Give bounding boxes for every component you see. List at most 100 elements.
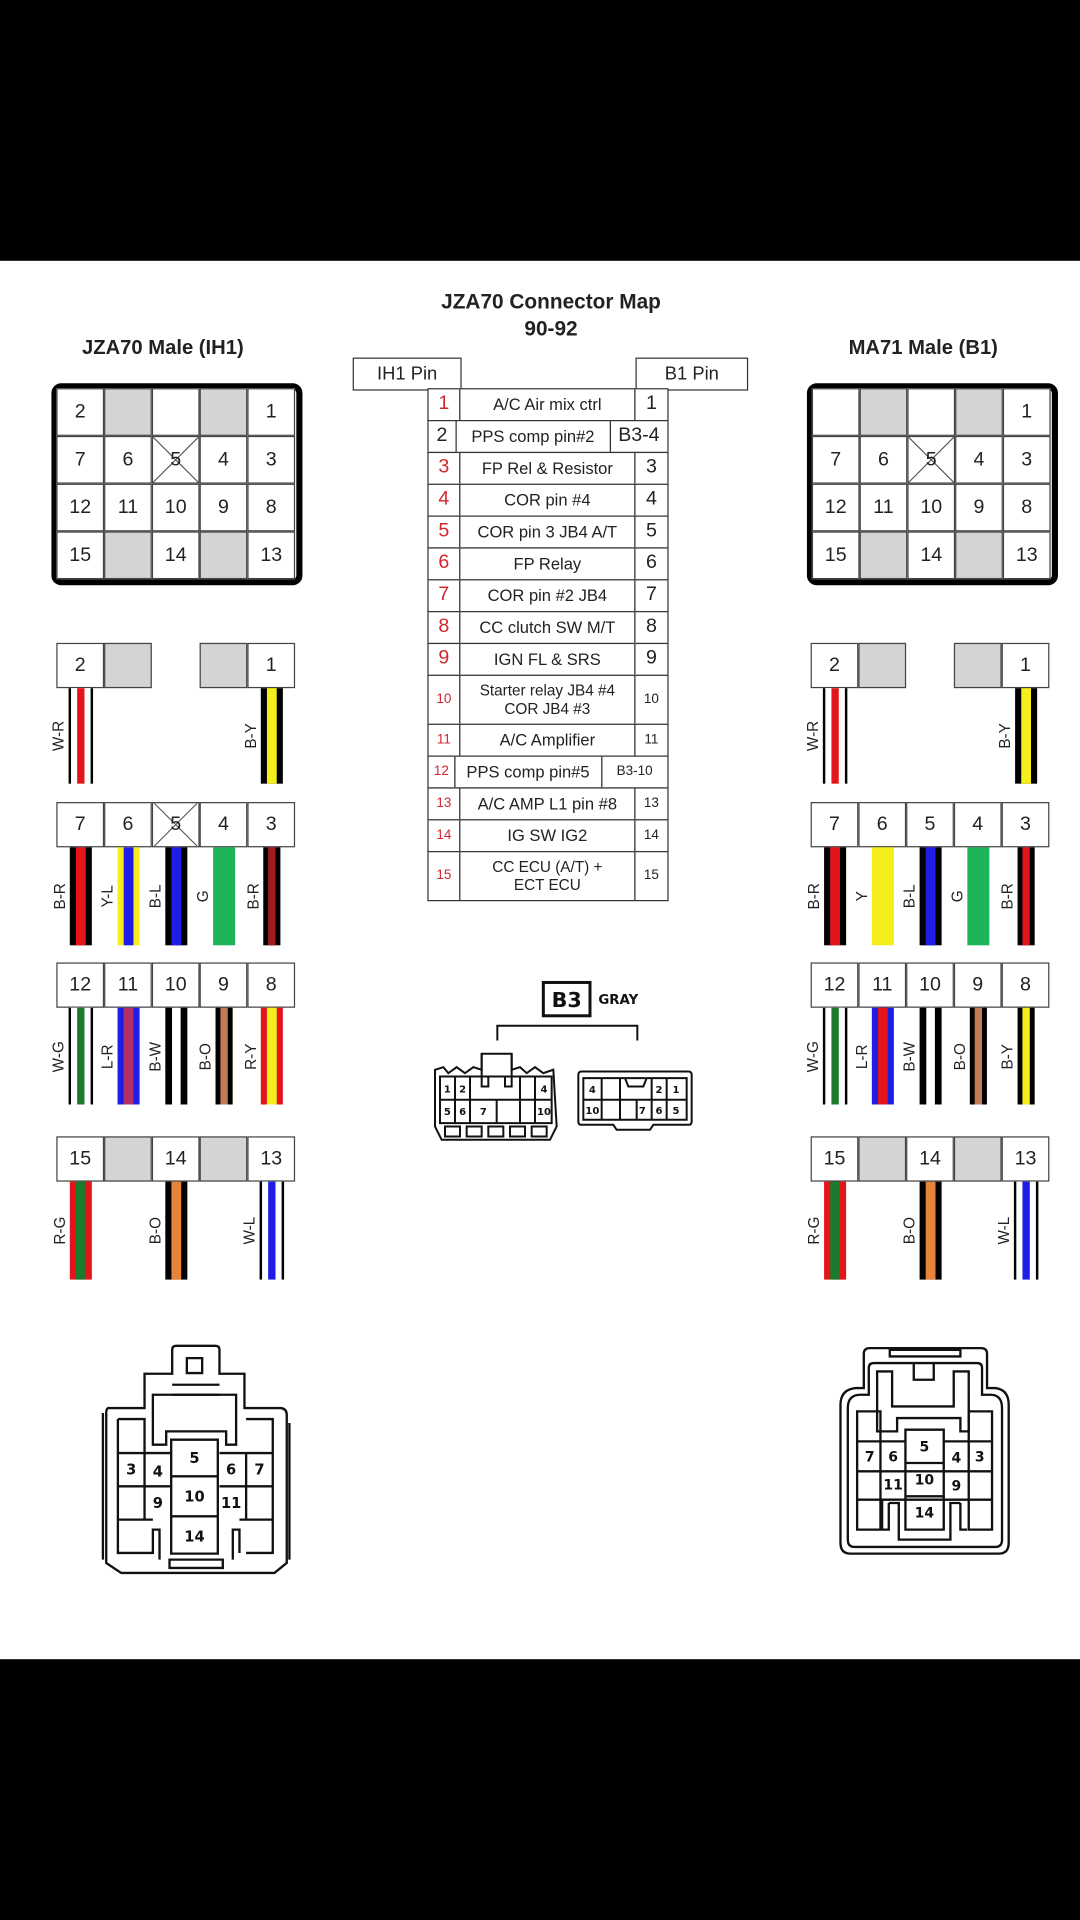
wire-pin-box: 3 — [1001, 802, 1050, 848]
wire-stripe — [1021, 847, 1030, 946]
b3-pin: 2 — [459, 1084, 466, 1095]
b3-pin: 2 — [656, 1085, 663, 1096]
pin-number: 7 — [74, 448, 86, 470]
pin-cell: 9 — [199, 483, 248, 532]
wire-stripe — [1021, 1007, 1030, 1105]
pin-cell — [811, 388, 860, 436]
wire-pin-box: 4 — [199, 802, 248, 848]
pin-number: 13 — [260, 544, 283, 566]
b1-pin-cell: 14 — [634, 819, 669, 853]
wire-r-g — [823, 1181, 846, 1280]
wire-b-y — [1014, 688, 1037, 784]
pin-number: 6 — [876, 813, 888, 835]
wire-color-label: B-O — [950, 1042, 968, 1070]
unused-pin-x-mark — [153, 437, 199, 483]
wire-pin-box: 9 — [199, 962, 248, 1008]
ih1-pin-cell: 8 — [427, 611, 461, 645]
wire-stripe — [170, 1181, 181, 1280]
wire-pin-box: 7 — [56, 802, 105, 848]
pin-number: 14 — [164, 544, 187, 566]
b1-pin-cell: B3-4 — [609, 420, 669, 454]
b3-gray-connector-drawing: B3 GRAY 1 2 4 5 6 7 10 4 2 1 10 7 6 5 — [434, 980, 693, 1141]
pin-number: 11 — [873, 496, 894, 518]
pin-cell: 8 — [1002, 483, 1051, 532]
wire-color-label: B-O — [146, 1216, 164, 1245]
pin-number: 7 — [829, 813, 840, 835]
wire-stripe — [75, 1181, 86, 1280]
b1-pin-cell: 4 — [634, 483, 669, 517]
b1-pin-cell: 6 — [634, 547, 669, 581]
connector-pin-number: 11 — [883, 1478, 902, 1494]
b1-pin-cell: 1 — [634, 388, 669, 422]
pin-number: 14 — [919, 1147, 941, 1169]
wire-pin-box: 5 — [906, 802, 954, 848]
wire-pin-box: 3 — [247, 802, 296, 848]
b1-pin-cell: 10 — [634, 674, 669, 725]
wire-pin-box — [104, 1136, 152, 1182]
pin-function-cell: IG SW IG2 — [459, 819, 636, 853]
pin-number: 5 — [170, 448, 182, 470]
wire-stripe — [925, 847, 935, 946]
wire-pin-box — [199, 1136, 248, 1182]
pin-cell: 14 — [151, 531, 200, 580]
pin-number: 11 — [872, 974, 893, 995]
wire-b-w — [918, 1007, 942, 1105]
wire-stripe — [75, 847, 86, 946]
connector-pin-number: 9 — [952, 1479, 962, 1495]
pin-function-cell: A/C Air mix ctrl — [459, 388, 636, 422]
wire-w-l — [258, 1181, 284, 1280]
connector-pin-number: 3 — [126, 1462, 136, 1479]
b3-label: B3 — [552, 988, 582, 1012]
wire-color-label: R-Y — [241, 1042, 259, 1070]
pin-cell: 3 — [247, 435, 296, 484]
pin-number: 3 — [265, 813, 277, 835]
pin-cell: 6 — [104, 435, 152, 484]
wire-stripe — [266, 1007, 277, 1105]
pin-number: 5 — [170, 813, 182, 835]
unused-pin-x-mark — [908, 437, 954, 483]
wire-pin-box: 7 — [810, 802, 859, 848]
pin-number: 7 — [74, 813, 86, 835]
b3-pin: 1 — [673, 1085, 680, 1096]
connector-pin-number: 14 — [915, 1505, 935, 1521]
pin-number: 3 — [1021, 448, 1033, 470]
wire-pin-box: 6 — [858, 802, 907, 848]
wire-pin-box: 11 — [858, 962, 907, 1008]
b1-pin-cell: 15 — [634, 851, 669, 902]
wire-b-y — [260, 688, 283, 784]
pin-number: 15 — [823, 1147, 846, 1169]
pin-cell: 10 — [907, 483, 956, 532]
pin-cell — [151, 388, 200, 436]
connector-pin-number: 10 — [915, 1473, 935, 1489]
connector-pin-number: 6 — [888, 1449, 898, 1465]
connector-pin-number: 11 — [221, 1495, 241, 1512]
wire-r-g — [69, 1181, 92, 1280]
wire-pin-box — [953, 1136, 1002, 1182]
pin-cell — [859, 531, 908, 580]
pin-number: 13 — [1015, 544, 1038, 566]
connector-pin-number: 4 — [952, 1450, 962, 1466]
wire-pin-box: 12 — [810, 962, 859, 1008]
pin-cell: 8 — [247, 483, 296, 532]
wire-color-label: B-W — [900, 1041, 918, 1072]
wire-stripe — [925, 1181, 935, 1280]
wire-stripe — [123, 847, 133, 946]
table-header-ih1-pin: IH1 Pin — [352, 357, 462, 391]
wire-color-label: G — [948, 890, 966, 903]
wire-color-label: B-R — [50, 883, 68, 910]
wire-stripe — [829, 847, 840, 946]
wire-pin-box: 5 — [151, 802, 200, 848]
wire-pin-box: 13 — [1001, 1136, 1050, 1182]
b1-pin-cell: 11 — [634, 723, 669, 757]
pin-number: 5 — [925, 448, 937, 470]
pin-number: 9 — [218, 974, 229, 995]
ih1-pin-cell: 6 — [427, 547, 461, 581]
connector-pin-number: 14 — [184, 1528, 204, 1545]
diagram-subtitle: 90-92 — [524, 317, 578, 341]
